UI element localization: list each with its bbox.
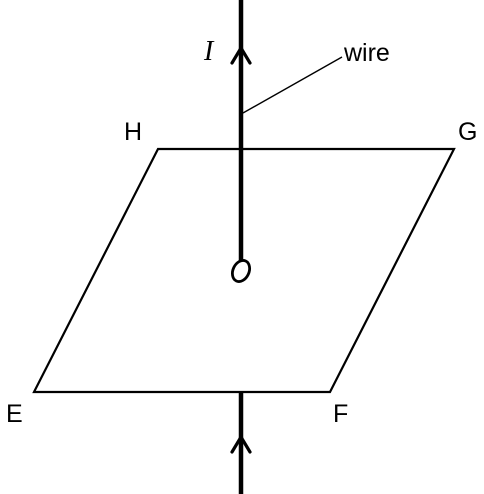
- wire-piercing-point: [230, 259, 252, 283]
- current-arrow-upper-icon: [230, 44, 252, 65]
- wire-label: wire: [343, 39, 390, 67]
- corner-label-h: H: [124, 118, 142, 146]
- current-arrow-lower-icon: [230, 433, 252, 454]
- wire-label-leader: [242, 56, 343, 114]
- plane-efgh: [32, 147, 456, 394]
- current-label: I: [203, 36, 215, 67]
- corner-label-e: E: [6, 400, 23, 428]
- corner-label-f: F: [333, 400, 348, 428]
- corner-label-g: G: [458, 118, 477, 146]
